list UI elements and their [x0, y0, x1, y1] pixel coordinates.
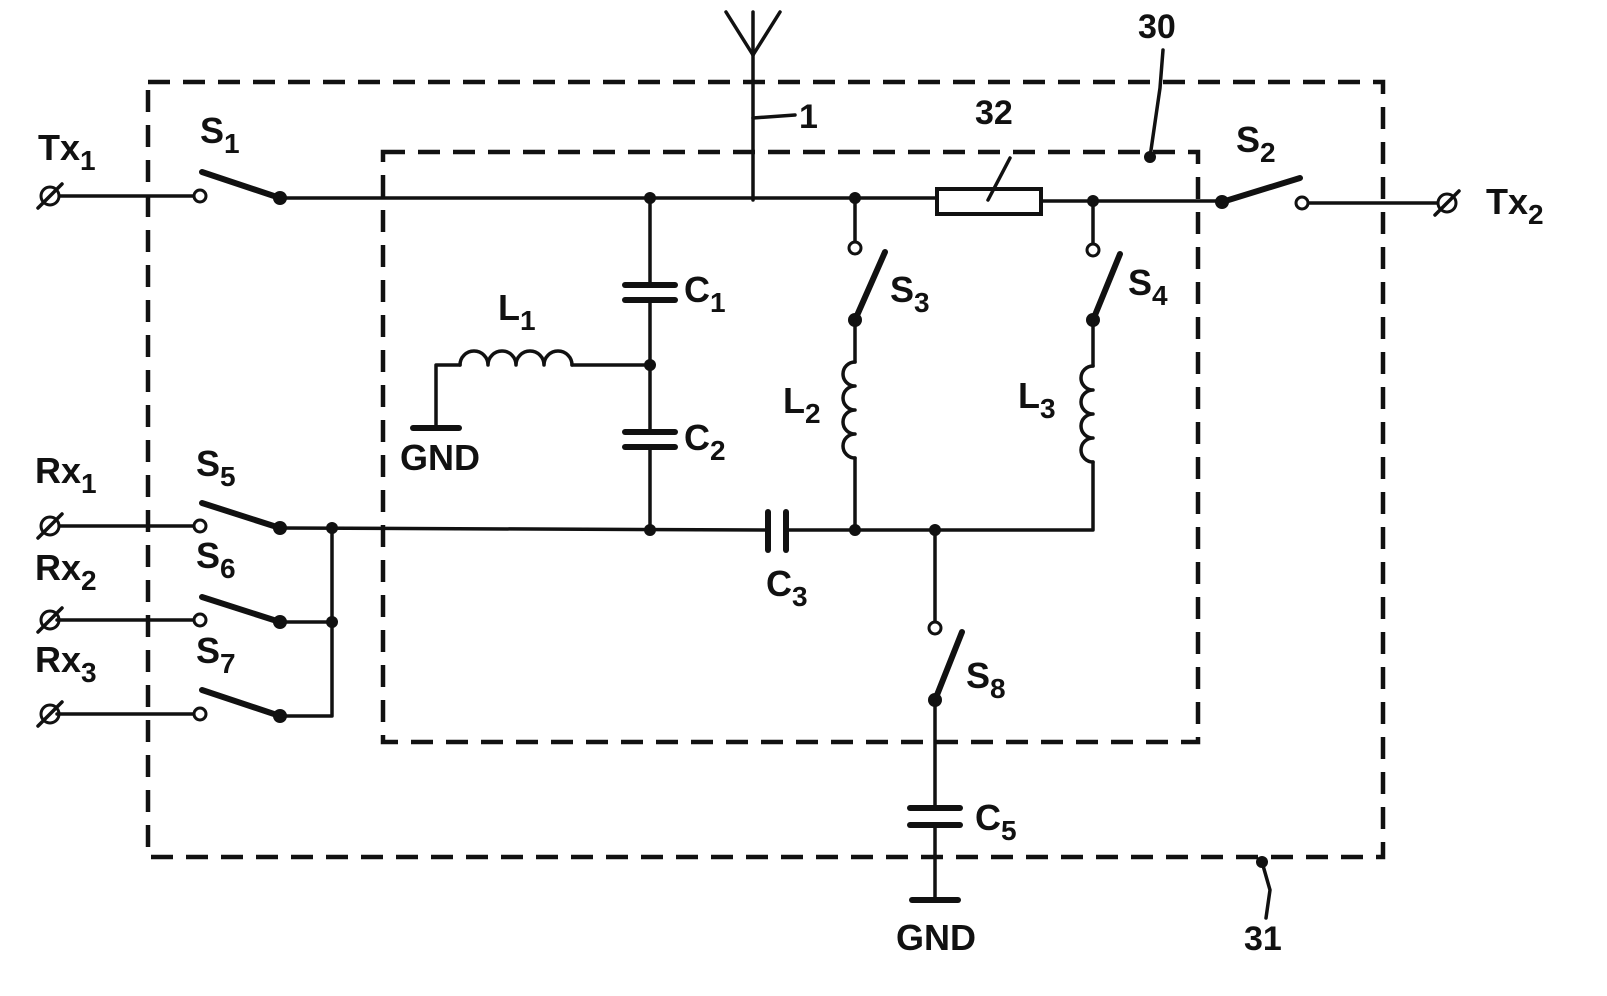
antenna-ref-leader — [753, 115, 795, 118]
switch-s1 — [194, 172, 287, 205]
capacitor-c2 — [625, 432, 675, 530]
rx3-terminal — [38, 702, 200, 726]
switch-s8 — [928, 530, 962, 707]
label-s8: S8 — [966, 655, 1006, 704]
ref-30: 30 — [1138, 8, 1176, 46]
ref-31: 31 — [1244, 920, 1282, 958]
label-l2: L2 — [783, 380, 821, 429]
label-c2: C2 — [684, 417, 726, 466]
ref-antenna-1: 1 — [799, 98, 818, 136]
label-c1: C1 — [684, 269, 726, 318]
inductor-l2 — [843, 320, 855, 530]
label-s2: S2 — [1236, 119, 1276, 168]
ref-32: 32 — [975, 94, 1013, 132]
label-tx2: Tx2 — [1486, 181, 1544, 230]
switch-s4 — [1086, 201, 1120, 327]
resistor-32 — [937, 189, 1041, 214]
label-rx2: Rx2 — [35, 547, 97, 596]
inner-module-boundary — [383, 152, 1198, 742]
rx2-terminal — [38, 608, 200, 632]
label-rx1: Rx1 — [35, 450, 97, 499]
label-s5: S5 — [196, 443, 236, 492]
label-s4: S4 — [1128, 262, 1168, 311]
tx2-terminal — [1435, 191, 1459, 215]
antenna-icon — [726, 12, 780, 200]
label-c3: C3 — [766, 563, 808, 612]
inductor-l3 — [935, 320, 1093, 530]
label-s1: S1 — [200, 110, 240, 159]
label-l1: L1 — [498, 287, 536, 336]
rx1-terminal — [38, 514, 62, 538]
label-rx3: Rx3 — [35, 639, 97, 688]
label-gnd-bottom: GND — [896, 917, 976, 958]
inductor-l1 — [413, 351, 650, 428]
switch-s3 — [848, 198, 885, 327]
label-tx1: Tx1 — [38, 127, 96, 176]
label-s6: S6 — [196, 535, 236, 584]
tx1-terminal — [38, 184, 62, 208]
label-s7: S7 — [196, 630, 236, 679]
label-c5: C5 — [975, 797, 1017, 846]
label-gnd-left: GND — [400, 437, 480, 478]
rx-line — [57, 512, 935, 550]
switch-s5 — [194, 503, 287, 535]
capacitor-c5 — [910, 700, 960, 900]
label-s3: S3 — [890, 269, 930, 318]
capacitor-c1 — [625, 198, 675, 432]
label-l3: L3 — [1018, 375, 1056, 424]
switch-s7 — [194, 690, 287, 723]
switch-s2 — [1215, 178, 1308, 209]
switch-s6 — [194, 597, 287, 629]
